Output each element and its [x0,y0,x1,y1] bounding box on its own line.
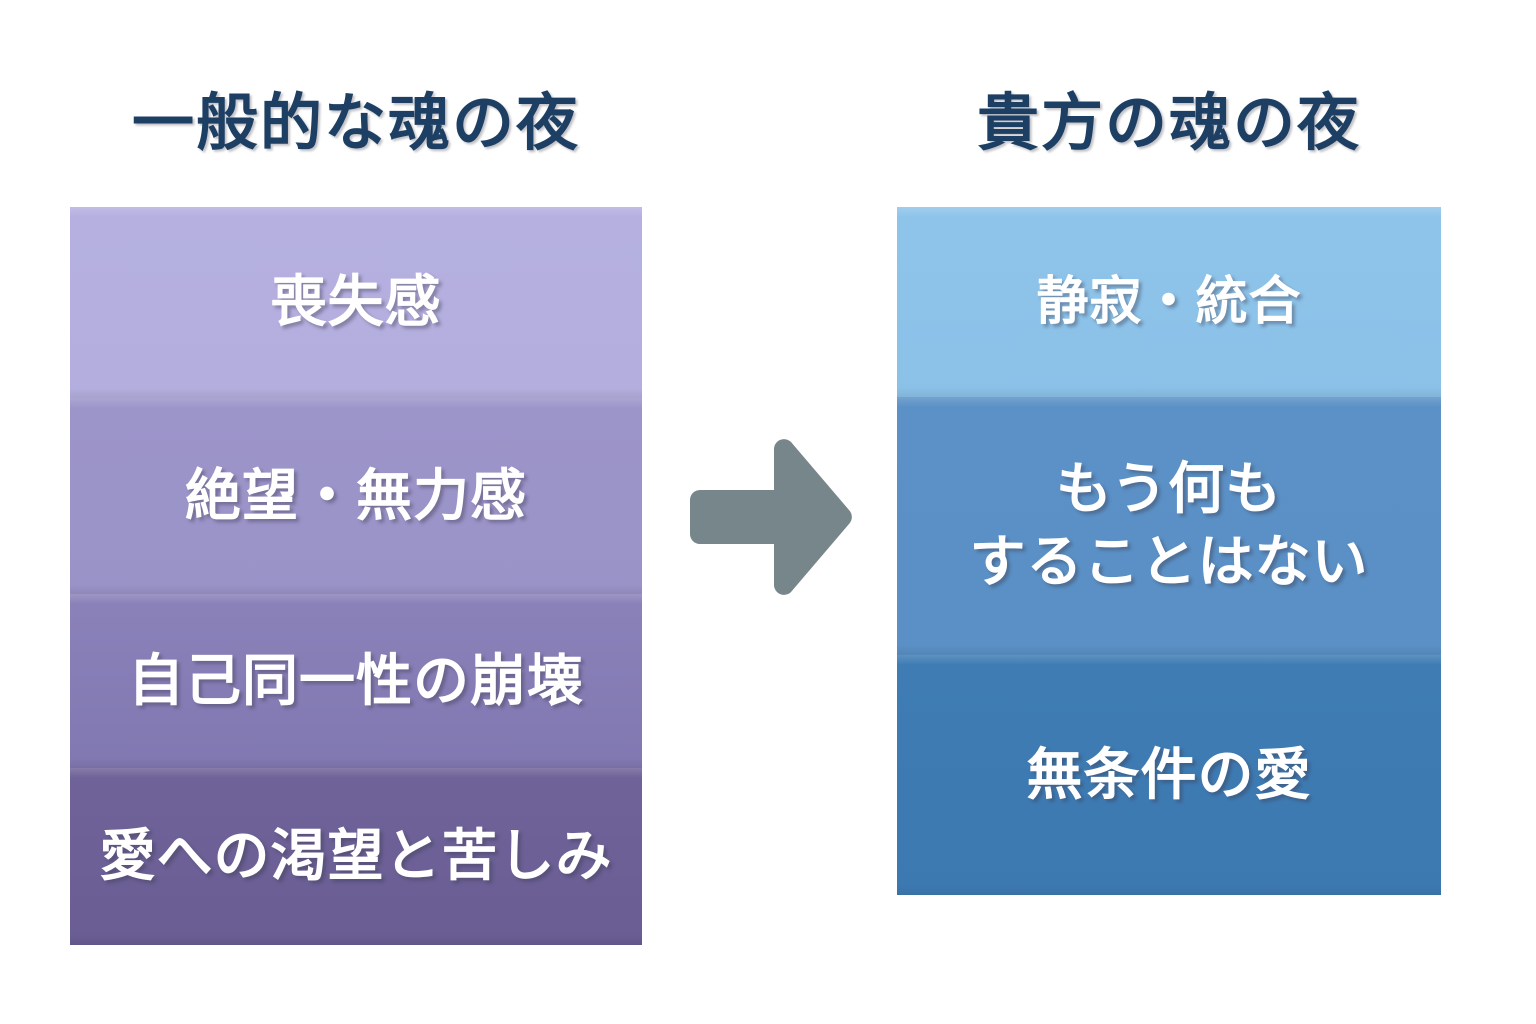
band-longing-for-love: 愛への渇望と苦しみ [70,768,642,945]
band-unconditional-love: 無条件の愛 [897,655,1441,895]
band-stillness-integration: 静寂・統合 [897,207,1441,397]
band-label: 愛への渇望と苦しみ [99,824,613,888]
page-title-right: 貴方の魂の夜 [976,89,1361,158]
right-arrow-icon [686,438,858,596]
band-label: 静寂・統合 [1036,272,1302,331]
band-label: もう何も することはない [969,457,1369,593]
band-label: 自己同一性の崩壊 [128,648,584,712]
band-despair: 絶望・無力感 [70,398,642,594]
page-title-left: 一般的な魂の夜 [131,89,580,158]
band-identity-collapse: 自己同一性の崩壊 [70,594,642,768]
band-loss: 喪失感 [70,207,642,398]
band-label: 絶望・無力感 [185,463,527,527]
column-your-dark-night: 静寂・統合 もう何も することはない 無条件の愛 [897,207,1441,895]
band-label: 喪失感 [270,270,442,334]
band-label: 無条件の愛 [1026,742,1312,806]
band-nothing-left-to-do: もう何も することはない [897,397,1441,655]
column-common-dark-night: 喪失感 絶望・無力感 自己同一性の崩壊 愛への渇望と苦しみ [70,207,642,945]
